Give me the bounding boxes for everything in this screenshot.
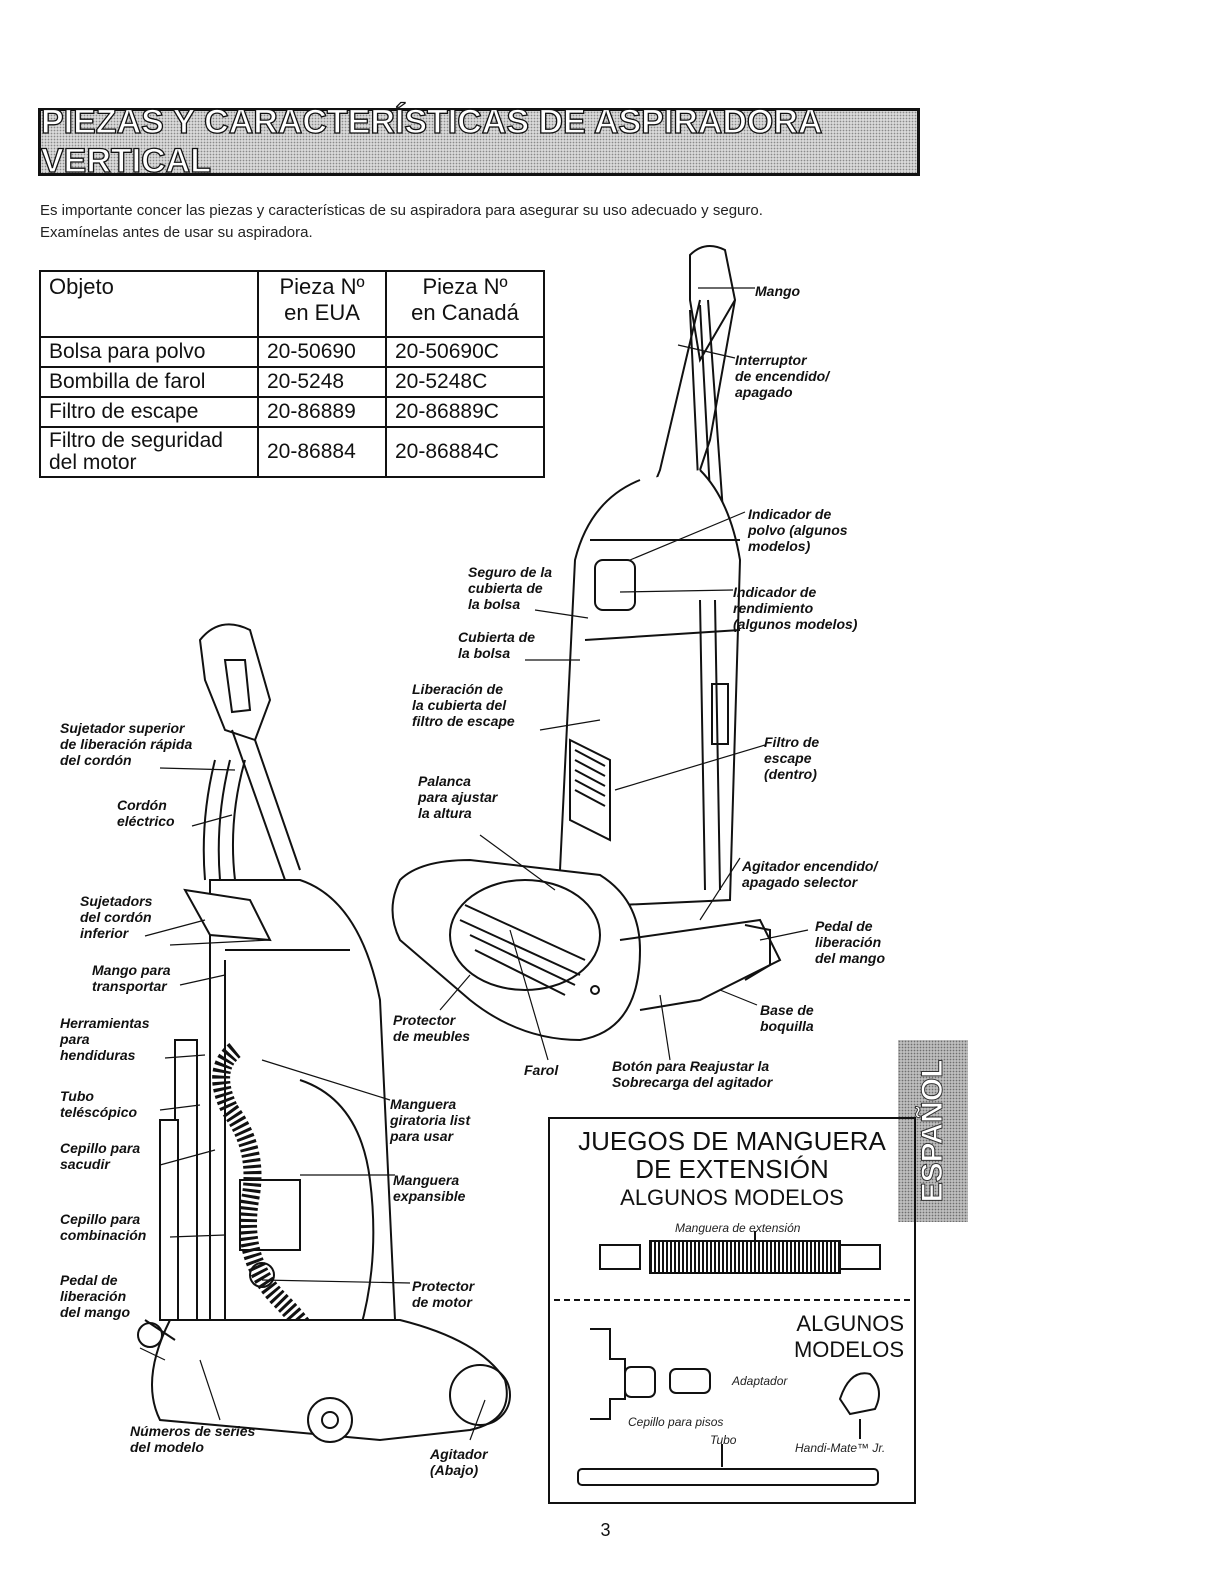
- cell-objeto: Bombilla de farol: [39, 366, 259, 398]
- hose-end-left: [599, 1244, 641, 1270]
- table-row: Filtro de seguridad del motor 20-86884 2…: [39, 426, 545, 478]
- label-protector-muebles: Protector de meubles: [393, 1012, 471, 1044]
- label-liberacion-filtro: Liberación de la cubierta del filtro de …: [412, 681, 515, 729]
- label-numeros-series: Números de series del modelo: [130, 1423, 256, 1455]
- header-pieza-eua: Pieza Nº en EUA: [257, 270, 387, 338]
- kit-algunos-modelos: ALGUNOS MODELOS: [793, 1311, 904, 1362]
- page-number: 3: [600, 1520, 611, 1540]
- hose-label: Manguera de extensión: [675, 1221, 801, 1235]
- intro-text: Es importante concer las piezas y caract…: [40, 200, 920, 244]
- cepillo-pisos-label: Cepillo para pisos: [628, 1415, 724, 1429]
- adaptador-label: Adaptador: [732, 1374, 788, 1388]
- kit-illustration: [577, 1231, 881, 1486]
- table-header-row: Objeto Pieza Nº en EUA Pieza Nº en Canad…: [39, 270, 545, 338]
- label-cubierta-bolsa: Cubierta de la bolsa: [458, 629, 536, 661]
- label-filtro-escape: Filtro de escape (dentro): [764, 734, 820, 782]
- leader-lines: [139, 287, 809, 1441]
- label-farol: Farol: [524, 1062, 559, 1078]
- handimate-label: Handi-Mate™ Jr.: [795, 1441, 886, 1455]
- label-mango: Mango: [755, 283, 801, 299]
- cell-canada: 20-86884C: [385, 426, 545, 478]
- tube: [577, 1468, 879, 1486]
- label-palanca: Palanca para ajustar la altura: [418, 773, 498, 821]
- floor-brush: [590, 1328, 626, 1420]
- language-side-tab: ESPAÑOL: [898, 1040, 968, 1222]
- label-pedal-liberacion-1: Pedal de liberación del mango: [815, 918, 886, 966]
- cell-canada: 20-5248C: [385, 366, 545, 398]
- hose-kit-box: JUEGOS DE MANGUERA DE EXTENSIÓN ALGUNOS …: [548, 1117, 916, 1504]
- label-agitador-abajo: Agitador (Abajo): [430, 1446, 488, 1478]
- table-row: Filtro de escape 20-86889 20-86889C: [39, 396, 545, 428]
- cell-canada: 20-50690C: [385, 336, 545, 368]
- label-pedal-liberacion-2: Pedal de liberación del mango: [60, 1272, 131, 1320]
- label-interruptor: Interruptor de encendido/ apagado: [735, 352, 830, 400]
- label-protector-motor: Protector de motor: [412, 1278, 475, 1310]
- label-mango-transportar: Mango para transportar: [92, 962, 171, 994]
- label-cordon-electrico: Cordón eléctrico: [117, 797, 175, 829]
- cell-eua: 20-50690: [257, 336, 387, 368]
- header-objeto: Objeto: [39, 270, 259, 338]
- intro-line-2: Examínelas antes de usar su aspiradora.: [40, 224, 313, 241]
- label-agitador-selector: Agitador encendido/ apagado selector: [742, 858, 878, 890]
- cell-objeto: Filtro de seguridad del motor: [39, 426, 259, 478]
- side-tab-text: ESPAÑOL: [916, 1059, 950, 1203]
- label-sujetador-superior: Sujetador superior de liberación rápida …: [60, 720, 193, 768]
- hose-end-right: [839, 1244, 881, 1270]
- label-cepillo-sacudir: Cepillo para sacudir: [60, 1140, 141, 1172]
- section-banner: PIEZAS Y CARACTERÍSTICAS DE ASPIRADORA V…: [38, 102, 920, 181]
- tubo-label: Tubo: [710, 1433, 737, 1447]
- label-manguera-giratoria: Manguera giratoria list para usar: [390, 1096, 471, 1144]
- label-boton-reajustar: Botón para Reajustar la Sobrecarga del a…: [612, 1058, 773, 1090]
- extension-hose: [649, 1240, 841, 1274]
- label-herramientas: Herramientas para hendiduras: [60, 1015, 150, 1063]
- banner-title: PIEZAS Y CARACTERÍSTICAS DE ASPIRADORA V…: [40, 102, 822, 180]
- label-tubo-telescopico: Tubo teléscópico: [60, 1088, 138, 1120]
- cell-eua: 20-86884: [257, 426, 387, 478]
- label-manguera-expansible: Manguera expansible: [393, 1172, 466, 1204]
- table-row: Bombilla de farol 20-5248 20-5248C: [39, 366, 545, 398]
- intro-line-1: Es importante concer las piezas y caract…: [40, 202, 763, 219]
- cell-objeto: Filtro de escape: [39, 396, 259, 428]
- cell-eua: 20-86889: [257, 396, 387, 428]
- parts-table: Objeto Pieza Nº en EUA Pieza Nº en Canad…: [39, 270, 545, 478]
- label-seguro-cubierta: Seguro de la cubierta de la bolsa: [468, 564, 553, 612]
- kit-title-line-1: JUEGOS DE MANGUERA: [578, 1126, 886, 1156]
- upright-vacuum-rear-drawing: [391, 245, 782, 1042]
- label-sujetadors-cordon: Sujetadors del cordón inferior: [80, 893, 153, 941]
- kit-divider: [554, 1299, 910, 1301]
- label-cepillo-combinacion: Cepillo para combinación: [60, 1211, 147, 1243]
- kit-subtitle: ALGUNOS MODELOS: [620, 1185, 844, 1210]
- upright-vacuum-front-drawing: [137, 623, 511, 1443]
- adapter: [669, 1368, 711, 1394]
- label-base-boquilla: Base de boquilla: [760, 1002, 814, 1034]
- label-indicador-rendimiento: Indicador de rendimiento (algunos modelo…: [733, 584, 858, 632]
- cell-canada: 20-86889C: [385, 396, 545, 428]
- cell-eua: 20-5248: [257, 366, 387, 398]
- handimate: [838, 1372, 880, 1416]
- cell-objeto: Bolsa para polvo: [39, 336, 259, 368]
- header-pieza-canada: Pieza Nº en Canadá: [385, 270, 545, 338]
- kit-title-line-2: DE EXTENSIÓN: [635, 1154, 829, 1184]
- table-row: Bolsa para polvo 20-50690 20-50690C: [39, 336, 545, 368]
- label-indicador-polvo: Indicador de polvo (algunos modelos): [748, 506, 848, 554]
